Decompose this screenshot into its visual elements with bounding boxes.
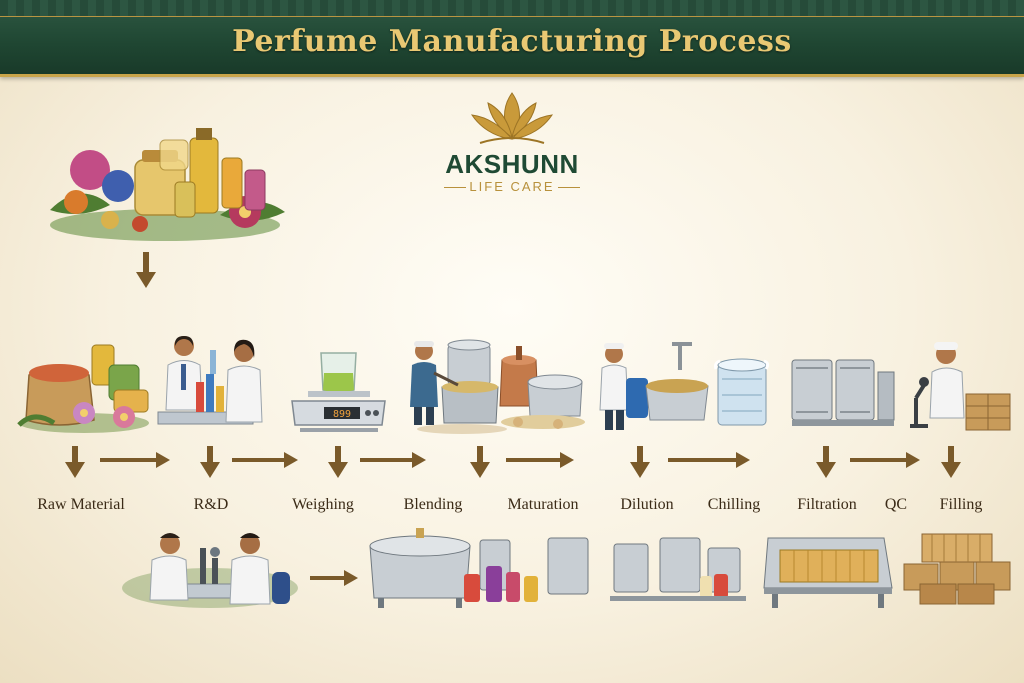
arrow-down-icon <box>328 446 348 478</box>
arrow-right-icon <box>506 452 574 468</box>
arrow-down-icon <box>200 446 220 478</box>
conveyor-illustration <box>763 537 893 608</box>
logo-tagline: LIFE CARE <box>469 179 555 194</box>
lab-bench-illustration <box>122 533 298 608</box>
arrow-down-icon <box>816 446 836 478</box>
banner-trim <box>0 0 1024 17</box>
chilling-illustration <box>714 358 770 426</box>
blending-illustration <box>410 339 507 434</box>
arrow-down-icon <box>136 252 156 288</box>
company-logo: AKSHUNN LIFE CARE <box>432 85 592 195</box>
arrow-right-icon <box>232 452 298 468</box>
step-label-weighing: Weighing <box>292 496 354 513</box>
logo-rule-left <box>444 187 466 188</box>
step-label-dilution: Dilution <box>620 496 674 513</box>
qc-illustration <box>910 342 1011 431</box>
step-label-raw-material: Raw Material <box>37 496 125 513</box>
arrow-right-icon <box>668 452 750 468</box>
arrow-right-icon <box>100 452 170 468</box>
step-label-chilling: Chilling <box>707 496 761 513</box>
arrow-right-icon <box>850 452 920 468</box>
lotus-icon <box>470 92 554 144</box>
step-label-rnd: R&D <box>193 496 229 513</box>
filtration-illustration <box>791 359 895 426</box>
botanicals-cluster-illustration <box>50 128 285 241</box>
arrow-down-icon <box>630 446 650 478</box>
page-title: Perfume Manufacturing Process <box>232 24 792 59</box>
raw-material-illustration <box>17 344 149 433</box>
step-label-qc: QC <box>884 496 908 513</box>
arrow-down-icon <box>65 446 85 478</box>
rnd-illustration <box>157 336 263 425</box>
maturation-illustration <box>499 346 585 429</box>
logo-name: AKSHUNN <box>445 149 579 179</box>
arrow-right-icon <box>310 570 358 586</box>
step-label-blending: Blending <box>403 496 463 513</box>
scale-display: 899 <box>333 409 351 420</box>
dilution-illustration <box>599 342 709 430</box>
arrow-down-icon <box>470 446 490 478</box>
production-tanks-illustration <box>369 528 589 608</box>
header-banner: Perfume Manufacturing Process <box>0 0 1024 77</box>
logo-rule-right <box>558 187 580 188</box>
step-label-filtration: Filtration <box>797 496 857 513</box>
step-label-filling: Filling <box>939 496 983 513</box>
arrow-right-icon <box>360 452 426 468</box>
step-label-maturation: Maturation <box>507 496 579 513</box>
storage-tanks-illustration <box>610 537 746 601</box>
weighing-illustration: 899 <box>291 352 386 432</box>
packed-boxes-illustration <box>903 533 1011 605</box>
arrow-down-icon <box>941 446 961 478</box>
